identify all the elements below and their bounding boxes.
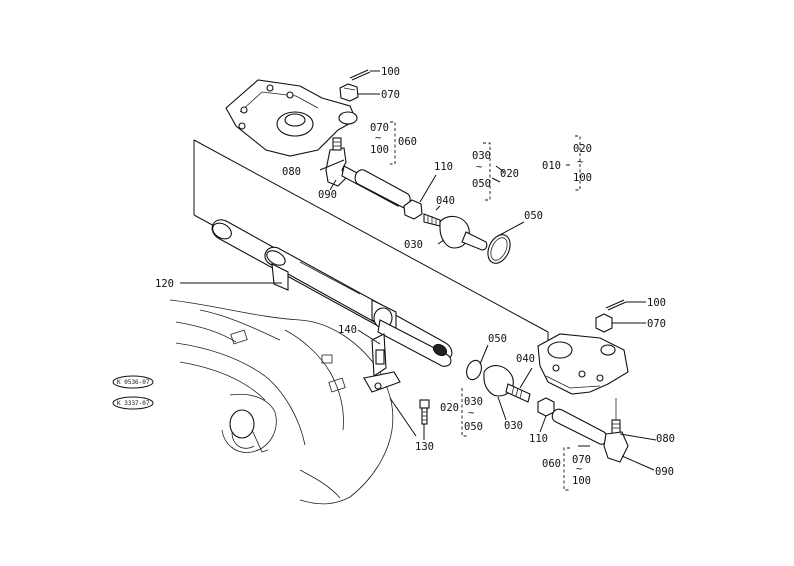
label-100: 100 bbox=[370, 144, 389, 156]
label-010: 010 bbox=[542, 160, 561, 172]
label-110: 110 bbox=[529, 433, 548, 445]
label-080: 080 bbox=[282, 166, 301, 178]
upper-cotter-pin bbox=[349, 69, 371, 81]
label-100: 100 bbox=[572, 475, 591, 487]
upper-knuckle-arm bbox=[225, 79, 358, 157]
lower-castle-nut bbox=[595, 313, 613, 333]
label-020: 020 bbox=[500, 168, 519, 180]
label-030: 030 bbox=[504, 420, 523, 432]
label-100: 100 bbox=[381, 66, 400, 78]
label-070: 070 bbox=[370, 122, 389, 134]
axle-housing-outline bbox=[169, 299, 394, 505]
label-050: 050 bbox=[488, 333, 507, 345]
upper-lock-nut bbox=[403, 199, 423, 220]
label-090: 090 bbox=[318, 189, 337, 201]
label-120: 120 bbox=[155, 278, 174, 290]
upper-tie-rod-tube bbox=[354, 169, 411, 209]
lower-tie-rod-end bbox=[603, 398, 629, 463]
label-tilde: ~ bbox=[468, 407, 474, 419]
label-050: 050 bbox=[472, 178, 491, 190]
lower-tie-rod-tube bbox=[551, 408, 608, 445]
label-040: 040 bbox=[516, 353, 535, 365]
label-100: 100 bbox=[573, 172, 592, 184]
label-070: 070 bbox=[381, 89, 400, 101]
lower-cotter-pin bbox=[605, 299, 627, 311]
label-070: 070 bbox=[647, 318, 666, 330]
label-080: 080 bbox=[656, 433, 675, 445]
label-030: 030 bbox=[464, 396, 483, 408]
upper-castle-nut bbox=[339, 83, 359, 102]
label-110: 110 bbox=[434, 161, 453, 173]
grouping-brackets bbox=[390, 121, 581, 491]
part-labels: 100 070 070 ~ 060 100 110 030 ~ 020 050 … bbox=[155, 66, 675, 487]
label-050: 050 bbox=[464, 421, 483, 433]
label-100: 100 bbox=[647, 297, 666, 309]
leader-lines bbox=[180, 70, 657, 471]
stamp-text: K 3337-07 bbox=[117, 400, 150, 407]
label-tilde: ~ bbox=[576, 463, 582, 475]
stamp-text: K 0536-07 bbox=[117, 379, 150, 386]
label-060: 060 bbox=[542, 458, 561, 470]
label-030: 030 bbox=[472, 150, 491, 162]
upper-inner-ball-joint bbox=[423, 213, 488, 251]
stamp-oval bbox=[112, 375, 154, 389]
label-050: 050 bbox=[524, 210, 543, 222]
steering-cylinder bbox=[211, 219, 453, 367]
label-020: 020 bbox=[573, 143, 592, 155]
stamp-oval bbox=[112, 396, 154, 410]
lower-inner-ball-joint bbox=[483, 365, 531, 403]
cylinder-bracket bbox=[363, 333, 401, 393]
label-tilde: ~ bbox=[375, 132, 381, 144]
label-140: 140 bbox=[338, 324, 357, 336]
label-tilde: ~ bbox=[476, 161, 482, 173]
label-030: 030 bbox=[404, 239, 423, 251]
label-090: 090 bbox=[655, 466, 674, 478]
mounting-bolt bbox=[419, 399, 430, 425]
reference-stamps: K 0536-07 K 3337-07 bbox=[112, 375, 154, 410]
upper-o-ring bbox=[487, 234, 511, 264]
label-130: 130 bbox=[415, 441, 434, 453]
label-040: 040 bbox=[436, 195, 455, 207]
lower-knuckle-arm bbox=[537, 333, 629, 395]
label-060: 060 bbox=[398, 136, 417, 148]
lower-o-ring bbox=[466, 359, 482, 381]
label-tilde: ~ bbox=[577, 156, 583, 168]
lower-lock-nut bbox=[537, 397, 555, 417]
label-020: 020 bbox=[440, 402, 459, 414]
label-070: 070 bbox=[572, 454, 591, 466]
